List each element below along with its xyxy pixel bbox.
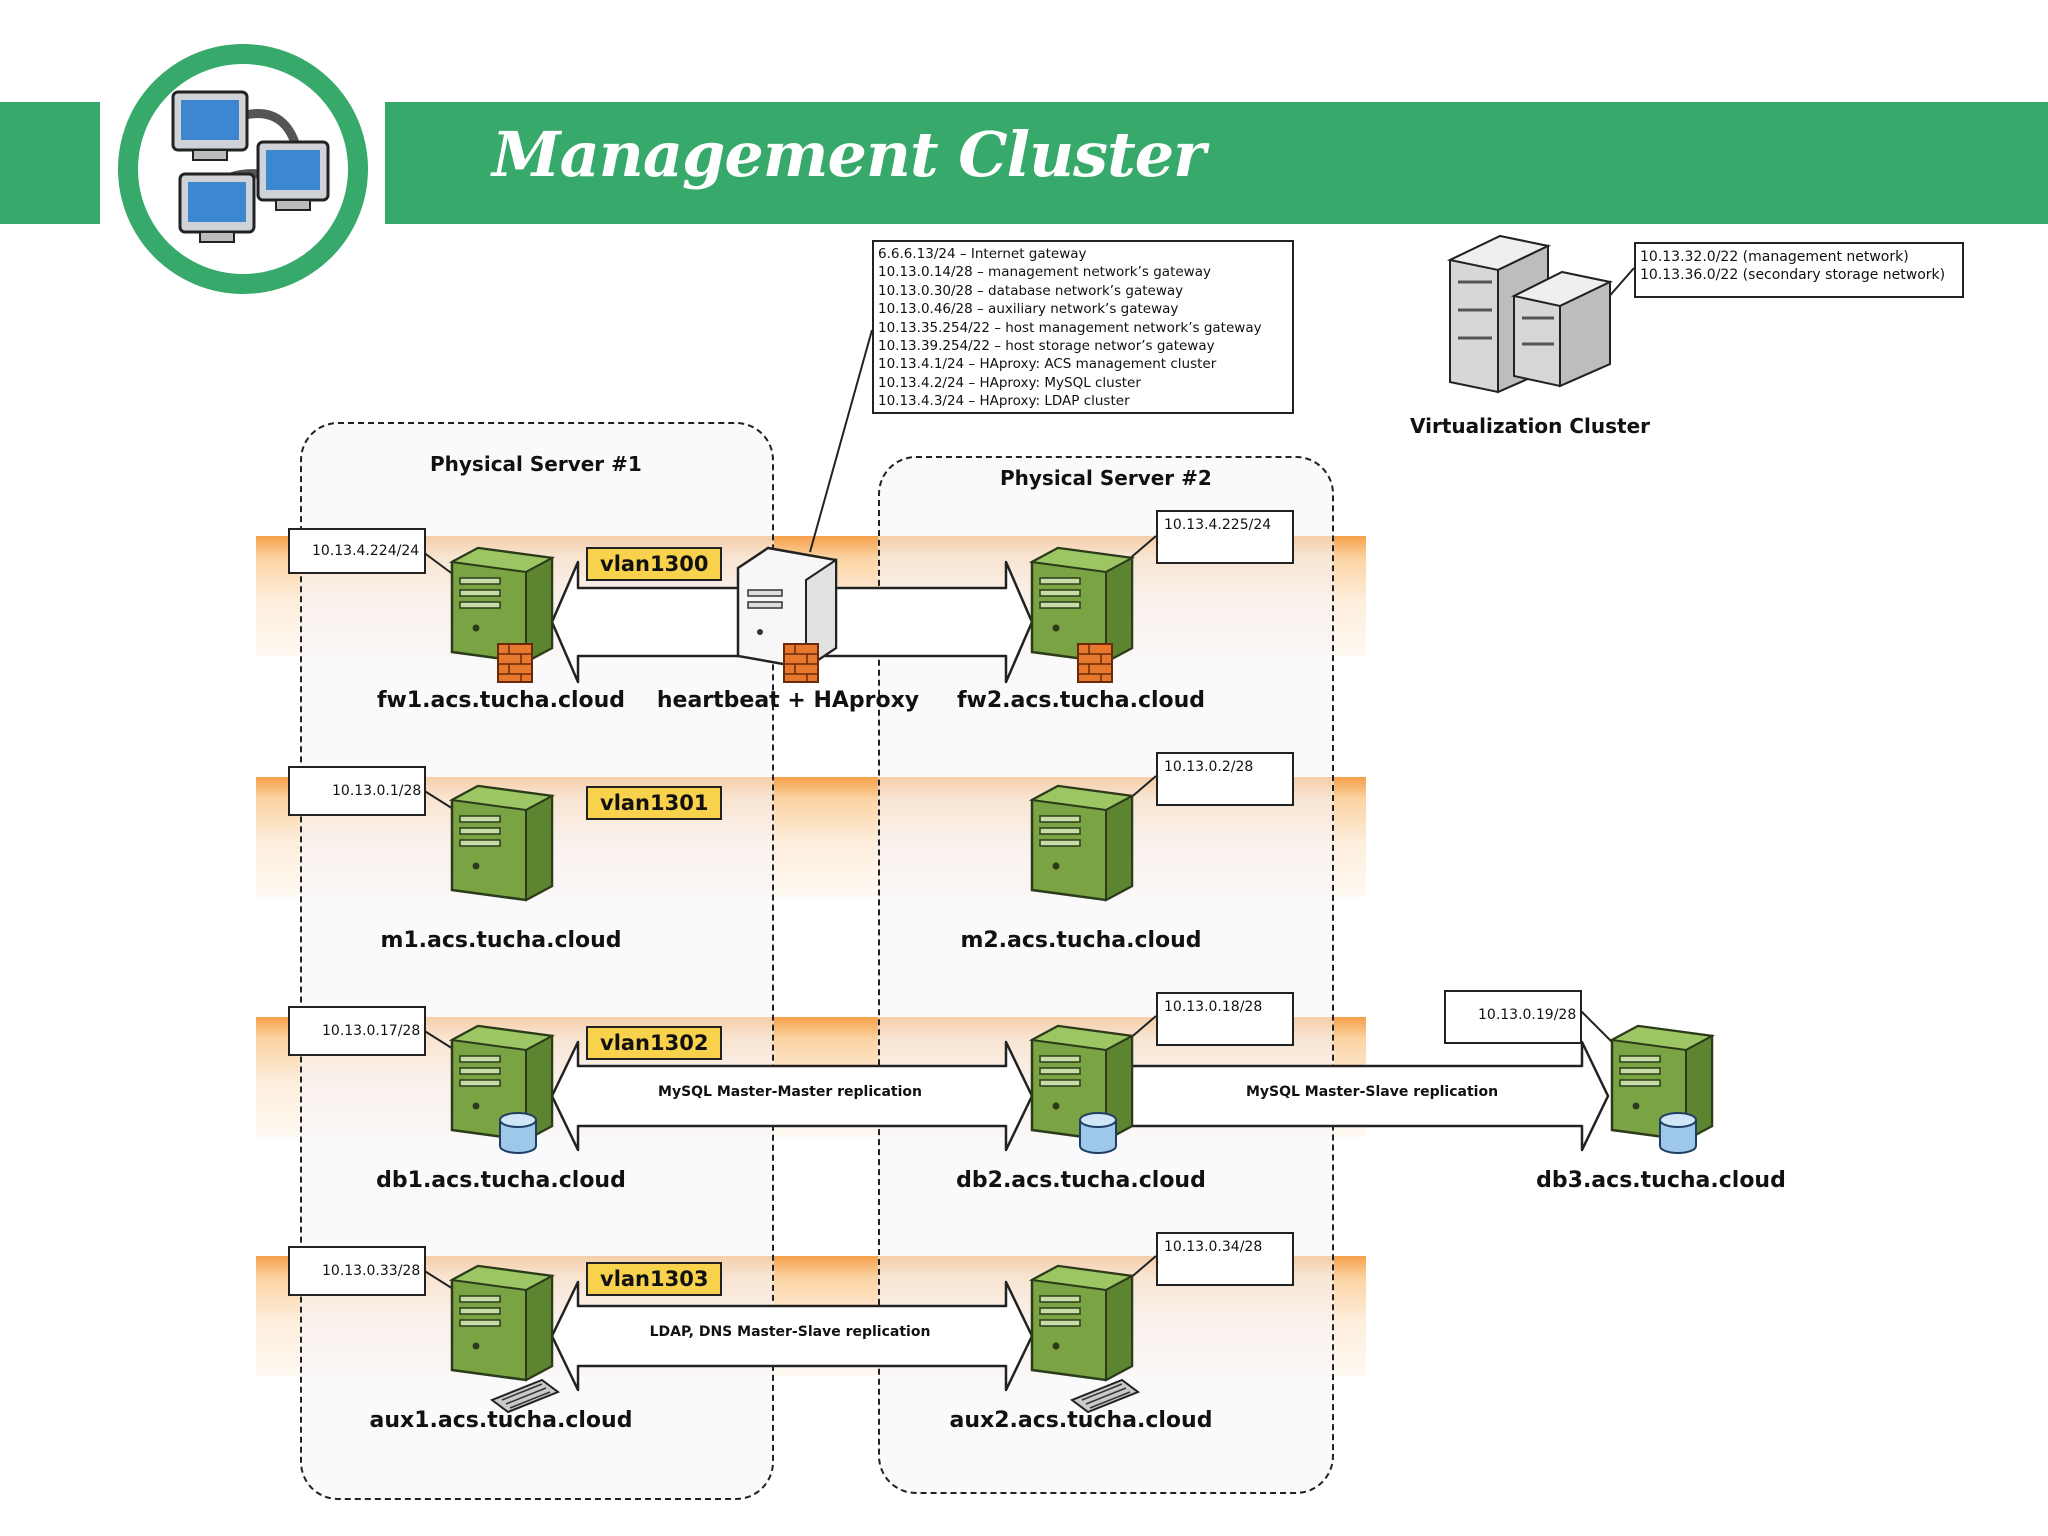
- gateway-list: 6.6.6.13/24 – Internet gateway 10.13.0.1…: [872, 240, 1294, 414]
- gateway-item: 10.13.35.254/22 – host management networ…: [878, 319, 1262, 336]
- ip-callout-db2: 10.13.0.18/28: [1156, 992, 1294, 1046]
- gateway-item: 10.13.0.14/28 – management network’s gat…: [878, 264, 1211, 281]
- host-name-fw1: fw1.acs.tucha.cloud: [376, 688, 626, 713]
- ip-callout-aux2: 10.13.0.34/28: [1156, 1232, 1294, 1286]
- host-name-db3: db3.acs.tucha.cloud: [1536, 1168, 1786, 1193]
- physical-server-1-label: Physical Server #1: [430, 452, 642, 476]
- vlan-1300-label: vlan1300: [586, 547, 723, 581]
- ip-callout-m2: 10.13.0.2/28: [1156, 752, 1294, 806]
- gateway-item: 6.6.6.13/24 – Internet gateway: [878, 246, 1087, 262]
- virtualization-network-item: 10.13.32.0/22 (management network): [1640, 249, 1909, 265]
- host-name-aux1: aux1.acs.tucha.cloud: [369, 1408, 633, 1433]
- ip-callout-db1: 10.13.0.17/28: [288, 1006, 426, 1056]
- virtualization-cluster-label: Virtualization Cluster: [1410, 414, 1651, 438]
- vlan-1301-label: vlan1301: [586, 786, 723, 820]
- host-name-fw2: fw2.acs.tucha.cloud: [956, 688, 1206, 713]
- page-title: Management Cluster: [492, 118, 1206, 191]
- virtualization-networks: 10.13.32.0/22 (management network) 10.13…: [1634, 242, 1964, 298]
- host-name-db1: db1.acs.tucha.cloud: [376, 1168, 626, 1193]
- vlan-1302-label: vlan1302: [586, 1026, 723, 1060]
- ip-callout-db3: 10.13.0.19/28: [1444, 990, 1582, 1044]
- gateway-item: 10.13.4.3/24 – HAproxy: LDAP cluster: [878, 393, 1130, 410]
- host-name-m1: m1.acs.tucha.cloud: [380, 928, 622, 953]
- computers-icon: [171, 90, 330, 243]
- ip-callout-fw2: 10.13.4.225/24: [1156, 510, 1294, 564]
- ip-callout-aux1: 10.13.0.33/28: [288, 1246, 426, 1296]
- vlan-1303-label: vlan1303: [586, 1262, 723, 1296]
- host-name-db2: db2.acs.tucha.cloud: [956, 1168, 1206, 1193]
- ip-callout-fw1: 10.13.4.224/24: [288, 528, 426, 574]
- gateway-item: 10.13.4.1/24 – HAproxy: ACS management c…: [878, 356, 1217, 373]
- virtualization-network-item: 10.13.36.0/22 (secondary storage network…: [1640, 267, 1946, 283]
- aux-replication-label: LDAP, DNS Master-Slave replication: [649, 1324, 931, 1340]
- db-master-slave-label: MySQL Master-Slave replication: [1245, 1084, 1499, 1100]
- gateway-item: 10.13.4.2/24 – HAproxy: MySQL cluster: [878, 374, 1141, 391]
- db-master-master-label: MySQL Master-Master replication: [658, 1084, 922, 1100]
- gateway-item: 10.13.0.46/28 – auxiliary network’s gate…: [878, 301, 1179, 318]
- host-name-m2: m2.acs.tucha.cloud: [960, 928, 1202, 953]
- ip-callout-m1: 10.13.0.1/28: [288, 766, 426, 816]
- host-name-aux2: aux2.acs.tucha.cloud: [949, 1408, 1213, 1433]
- gateway-item: 10.13.0.30/28 – database network’s gatew…: [878, 282, 1184, 299]
- physical-server-2-label: Physical Server #2: [1000, 466, 1212, 490]
- network-computers-logo-icon: [138, 64, 348, 274]
- host-name-heartbeat: heartbeat + HAproxy: [656, 688, 920, 713]
- gateway-item: 10.13.39.254/22 – host storage networ’s …: [878, 338, 1215, 355]
